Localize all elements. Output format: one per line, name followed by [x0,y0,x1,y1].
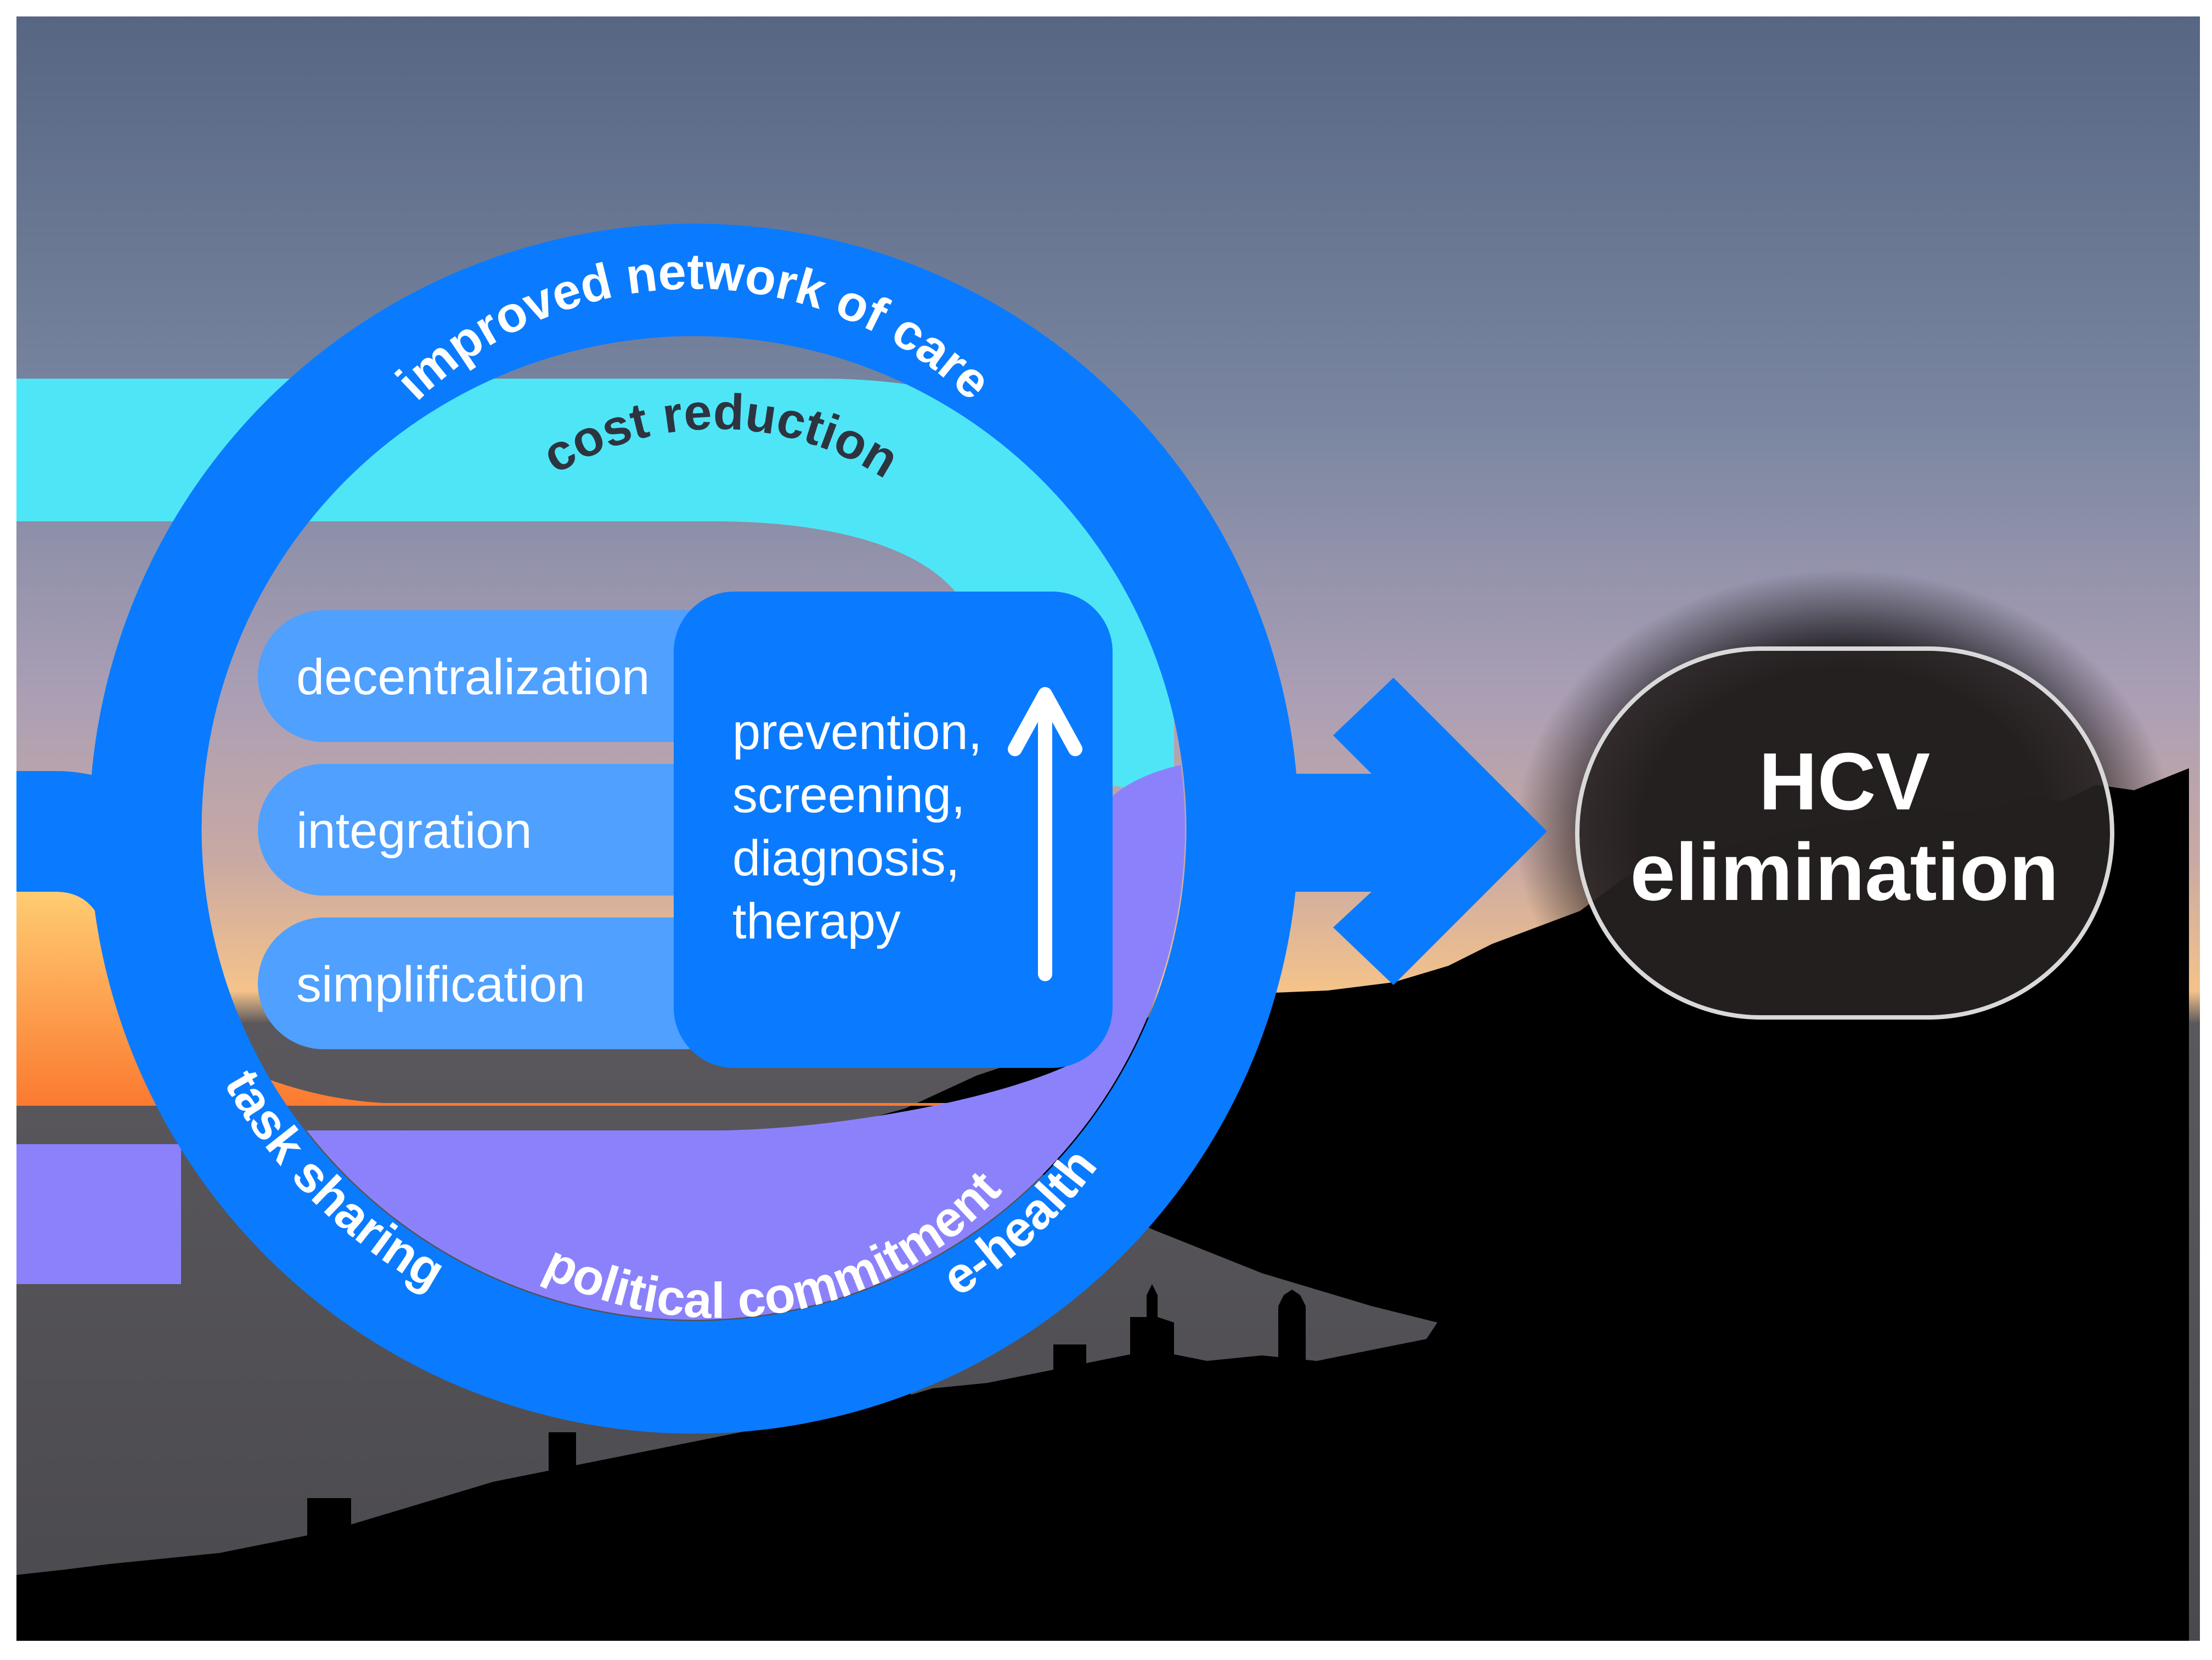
arrow-to-goal [1278,678,1547,985]
pill-label-decentralization: decentralization [296,649,650,705]
strategy-pills: decentralization integration simplificat… [258,610,752,1049]
up-arrow-icon [1008,687,1082,981]
pill-integration [258,764,752,896]
care-cascade-line-4: therapy [732,893,901,949]
goal-line-1: HCV [1759,736,1930,827]
care-cascade-line-2: screening, [732,767,965,823]
care-cascade-box [674,592,1113,1068]
pill-label-simplification: simplification [296,956,585,1012]
pill-label-integration: integration [296,803,532,859]
pill-simplification [258,918,752,1049]
care-cascade-line-1: prevention, [732,704,982,760]
hilltop-buildings [307,1284,1306,1537]
care-cascade-line-3: diagnosis, [732,830,960,886]
goal-capsule [1575,646,2114,1020]
pill-decentralization [258,610,752,742]
outer-ring [89,223,1299,1434]
goal-line-2: elimination [1630,827,2058,918]
band-purple-left [16,1144,181,1284]
